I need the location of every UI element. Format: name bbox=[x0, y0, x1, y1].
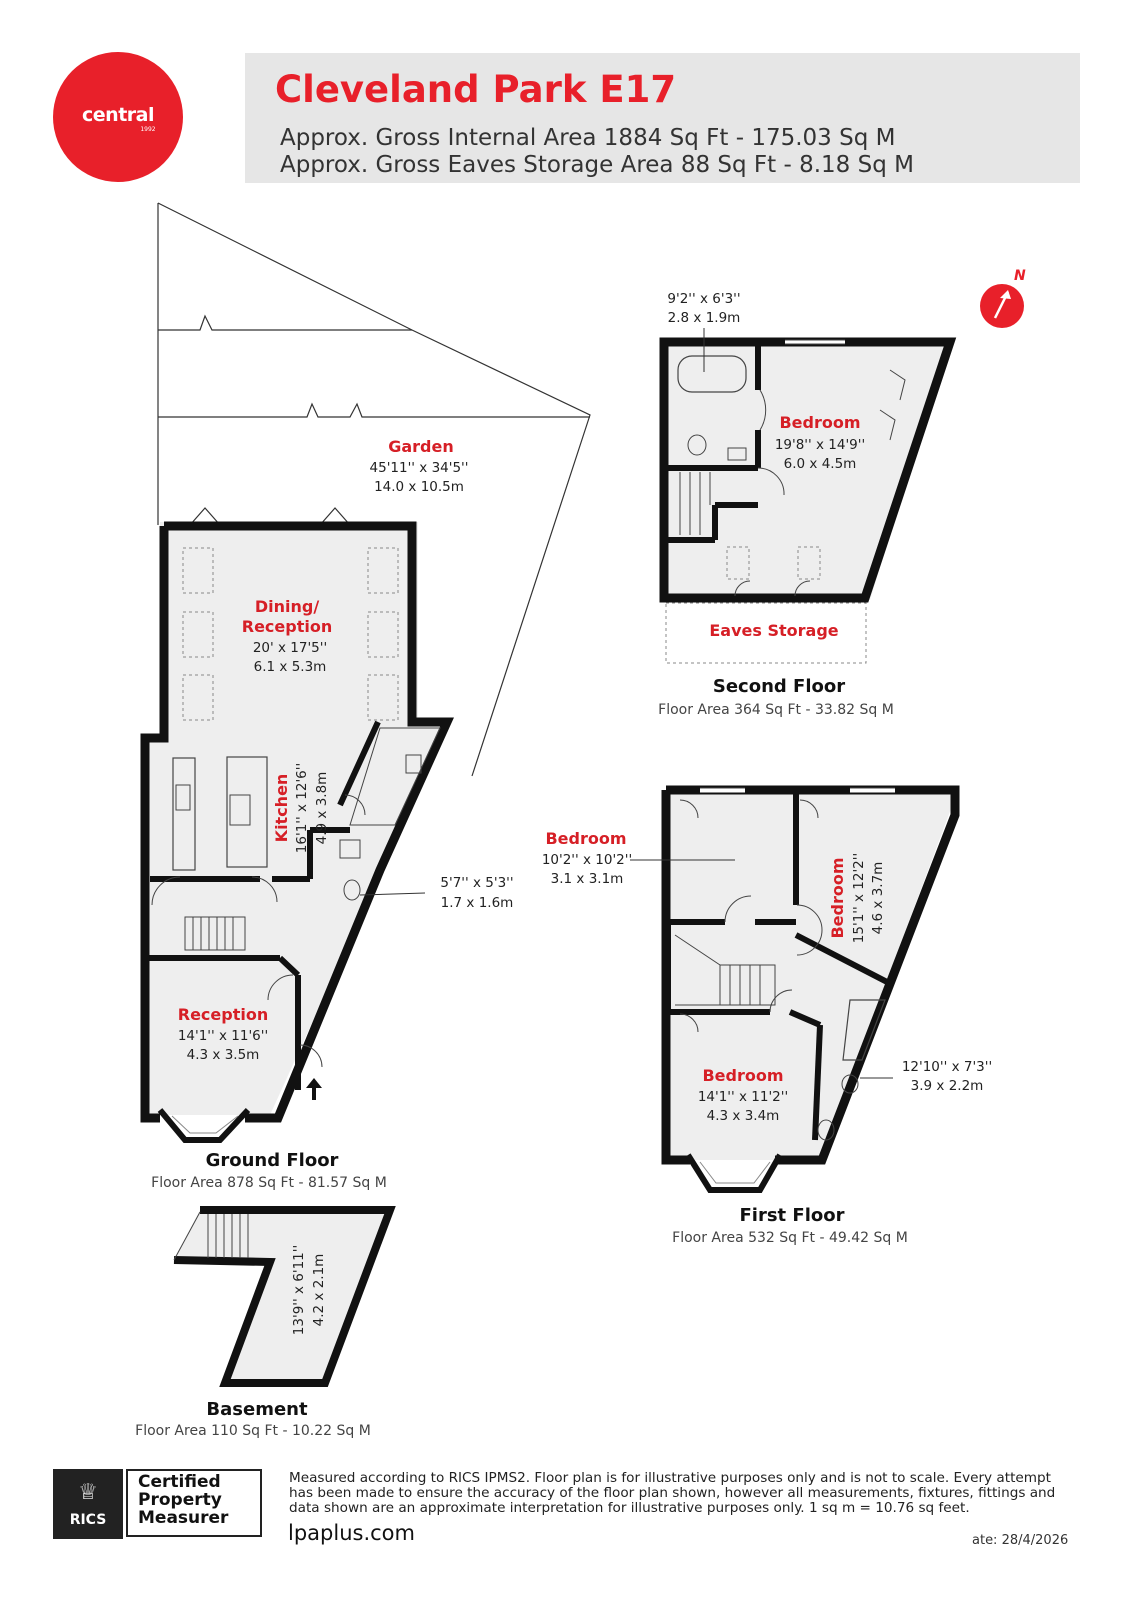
second-bedroom-dim-metric: 6.0 x 4.5m bbox=[784, 456, 857, 472]
cert-line-2: Property bbox=[138, 1490, 222, 1510]
header-band bbox=[245, 53, 1080, 183]
first-bedroom-rear-label: Bedroom bbox=[545, 829, 626, 848]
first-bedroom-side-dim-imperial: 15'1'' x 12'2'' bbox=[851, 853, 867, 943]
shower-dim-imperial: 5'7'' x 5'3'' bbox=[440, 875, 513, 891]
ground-floor-title: Ground Floor bbox=[206, 1150, 339, 1171]
dining-dim-metric: 6.1 x 5.3m bbox=[254, 659, 327, 675]
ground-floor-area-label: Floor Area 878 Sq Ft - 81.57 Sq M bbox=[151, 1175, 387, 1191]
garden-label: Garden bbox=[388, 437, 454, 456]
dining-label-line2: Reception bbox=[242, 617, 332, 636]
second-floor-plan bbox=[659, 337, 957, 664]
second-bath-dim-metric: 2.8 x 1.9m bbox=[668, 310, 741, 326]
shower-leader-line bbox=[359, 892, 426, 896]
logo-text: central bbox=[82, 104, 154, 126]
second-bedroom-label: Bedroom bbox=[779, 413, 860, 432]
garden-dim-metric: 14.0 x 10.5m bbox=[374, 479, 464, 495]
gross-internal-area: Approx. Gross Internal Area 1884 Sq Ft -… bbox=[280, 125, 896, 151]
rics-logo-text: RICS bbox=[69, 1512, 107, 1528]
basement-dim-metric: 4.2 x 2.1m bbox=[311, 1254, 327, 1327]
ground-bay-window bbox=[157, 1107, 251, 1143]
first-bedroom-side-label: Bedroom bbox=[828, 857, 847, 938]
kitchen-dim-metric: 4.9 x 3.8m bbox=[314, 772, 330, 845]
basement-title: Basement bbox=[206, 1399, 308, 1420]
first-bath-dim-imperial: 12'10'' x 7'3'' bbox=[902, 1059, 992, 1075]
shower-dim-metric: 1.7 x 1.6m bbox=[441, 895, 514, 911]
eaves-storage-label: Eaves Storage bbox=[709, 621, 838, 640]
reception-label: Reception bbox=[178, 1005, 268, 1024]
basement-plan bbox=[173, 1206, 396, 1387]
cert-line-3: Measurer bbox=[138, 1508, 229, 1528]
certified-measurer-badge: Certified Property Measurer bbox=[126, 1469, 262, 1537]
rics-lion-icon: ♕ bbox=[78, 1480, 98, 1505]
second-bedroom-dim-imperial: 19'8'' x 14'9'' bbox=[775, 437, 865, 453]
ground-floor-area bbox=[148, 522, 450, 1115]
dining-dim-imperial: 20' x 17'5'' bbox=[253, 640, 327, 656]
second-bath-dim-imperial: 9'2'' x 6'3'' bbox=[667, 291, 740, 307]
first-bath-dim-metric: 3.9 x 2.2m bbox=[911, 1078, 984, 1094]
logo-year: 1992 bbox=[140, 126, 156, 133]
first-floor-plan bbox=[661, 785, 960, 1193]
compass-label: N bbox=[1014, 268, 1026, 284]
reception-dim-imperial: 14'1'' x 11'6'' bbox=[178, 1028, 268, 1044]
basement-dim-imperial: 13'9'' x 6'11'' bbox=[291, 1245, 307, 1335]
gross-eaves-area: Approx. Gross Eaves Storage Area 88 Sq F… bbox=[280, 152, 914, 178]
plan-date: ate: 28/4/2026 bbox=[972, 1533, 1069, 1548]
kitchen-dim-imperial: 16'1'' x 12'6'' bbox=[294, 763, 310, 853]
first-bedroom-side-dim-metric: 4.6 x 3.7m bbox=[870, 862, 886, 935]
website-link[interactable]: lpaplus.com bbox=[288, 1521, 415, 1545]
central-logo bbox=[53, 52, 183, 182]
reception-dim-metric: 4.3 x 3.5m bbox=[187, 1047, 260, 1063]
first-bedroom-rear-dim-metric: 3.1 x 3.1m bbox=[551, 871, 624, 887]
cert-line-1: Certified bbox=[138, 1472, 221, 1492]
disclaimer-text: Measured according to RICS IPMS2. Floor … bbox=[289, 1470, 1056, 1516]
second-floor-title: Second Floor bbox=[713, 676, 845, 697]
first-bedroom-front-dim-metric: 4.3 x 3.4m bbox=[707, 1108, 780, 1124]
page-title: Cleveland Park E17 bbox=[275, 68, 677, 111]
rics-logo bbox=[53, 1469, 123, 1539]
first-bedroom-rear-dim-imperial: 10'2'' x 10'2'' bbox=[542, 852, 632, 868]
dining-label-line1: Dining/ bbox=[255, 597, 319, 616]
first-floor-title: First Floor bbox=[739, 1205, 844, 1226]
ground-floor-plan bbox=[140, 521, 454, 1143]
ground-floor-walls bbox=[164, 521, 454, 1123]
first-bedroom-front-label: Bedroom bbox=[702, 1066, 783, 1085]
second-floor-area-label: Floor Area 364 Sq Ft - 33.82 Sq M bbox=[658, 702, 894, 718]
first-floor-area-label: Floor Area 532 Sq Ft - 49.42 Sq M bbox=[672, 1230, 908, 1246]
kitchen-label: Kitchen bbox=[272, 774, 291, 843]
first-bedroom-front-dim-imperial: 14'1'' x 11'2'' bbox=[698, 1089, 788, 1105]
basement-area-label: Floor Area 110 Sq Ft - 10.22 Sq M bbox=[135, 1423, 371, 1439]
garden-dim-imperial: 45'11'' x 34'5'' bbox=[370, 460, 469, 476]
garden-outline bbox=[157, 202, 591, 777]
entrance-arrow-icon bbox=[306, 1078, 322, 1100]
north-compass-icon bbox=[980, 284, 1024, 328]
